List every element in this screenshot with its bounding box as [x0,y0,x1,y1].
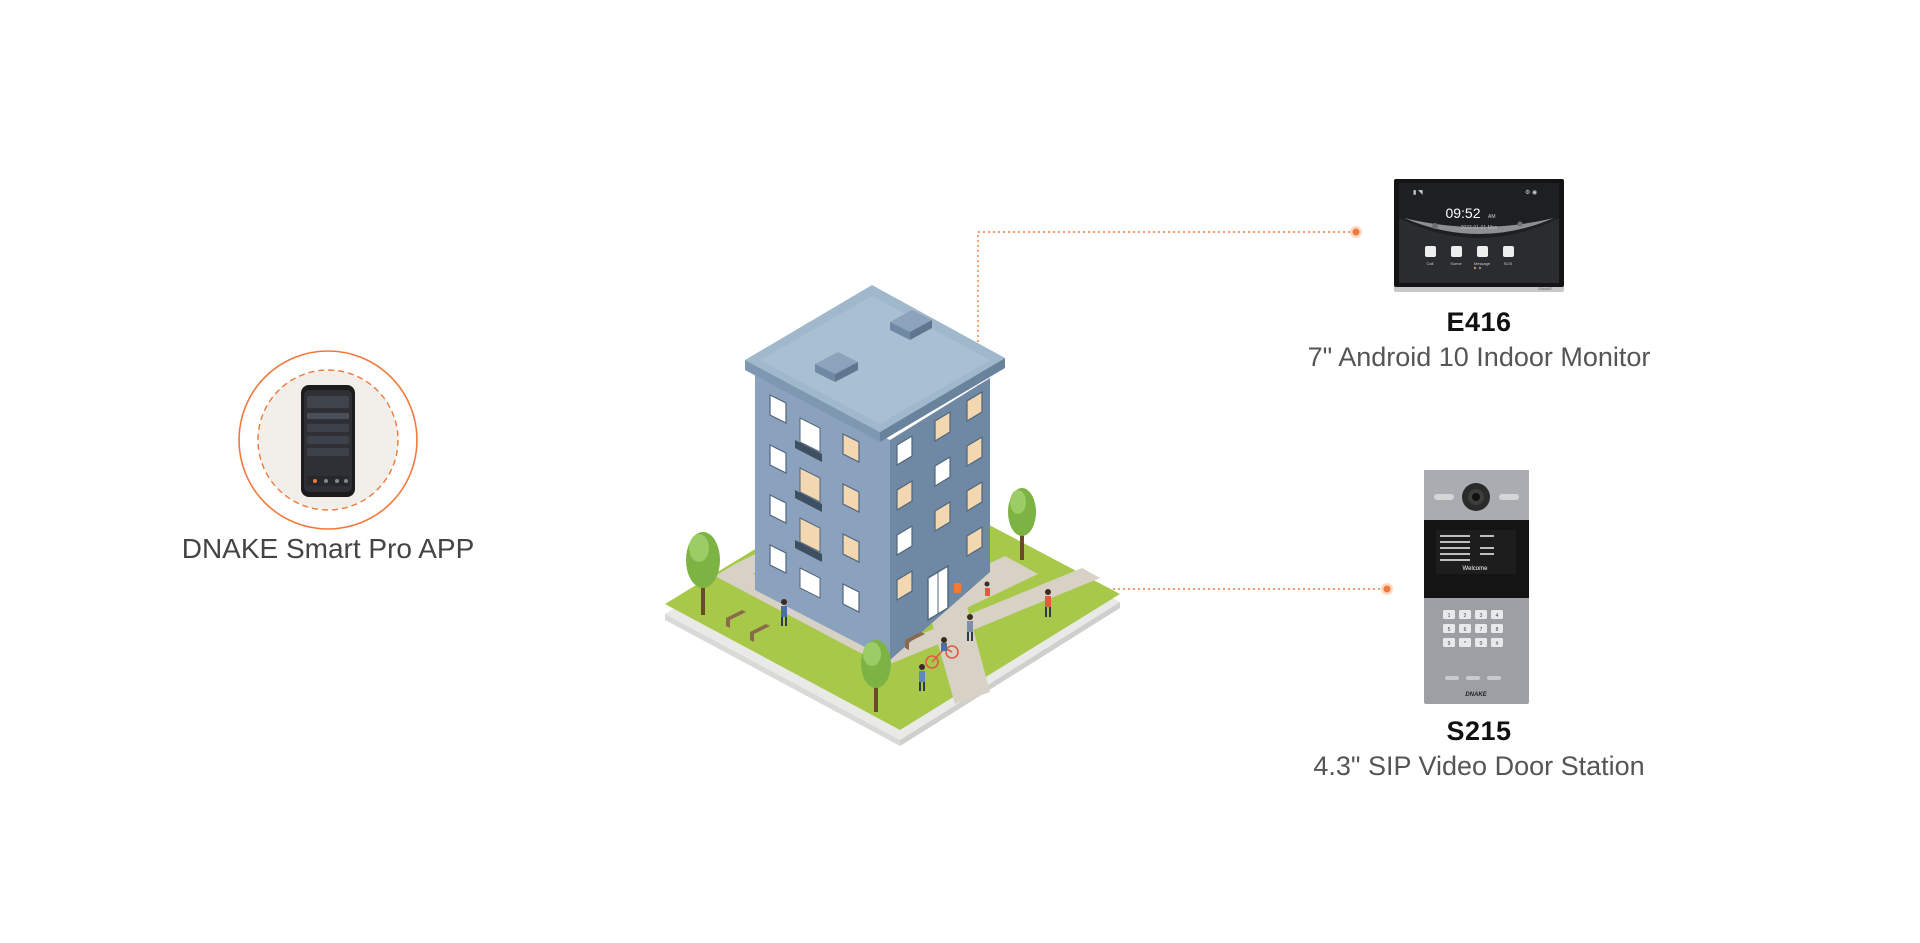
tree [1008,488,1036,560]
keypad-key [1443,610,1455,619]
connector-lines [973,231,1387,590]
keypad-key [1443,638,1455,647]
e416-ampm: AM [1488,214,1496,220]
e416-button-label: Message [1474,261,1491,266]
keypad-key [1475,638,1487,647]
keypad-key-label: 9 [1448,641,1451,647]
keypad-key [1459,638,1471,647]
person [1045,589,1051,617]
keypad-key [1491,610,1503,619]
keypad-key-label: 2 [1464,613,1467,619]
e416-button-label: SOS [1504,261,1513,266]
building-illustration [665,285,1120,746]
keypad-key-label: # [1496,641,1499,647]
e416-date: 2023-01-01 Mon [1461,225,1498,231]
person [781,599,787,626]
svg-text:▮ ◥: ▮ ◥ [1413,190,1423,196]
keypad-key-label: 0 [1480,641,1483,647]
tree [686,532,720,615]
keypad-key-label: 3 [1480,613,1483,619]
app-label: DNAKE Smart Pro APP [181,533,475,564]
connector-endpoint [1383,585,1391,593]
cyclist [925,645,959,669]
keypad-key-label: 8 [1496,627,1499,633]
tree [861,640,891,712]
keypad-key [1475,610,1487,619]
keypad-key-label: 5 [1448,627,1451,633]
keypad-key-label: * [1464,641,1466,647]
keypad-key [1475,624,1487,633]
s215-brand: DNAKE [1465,692,1487,698]
keypad-key [1443,624,1455,633]
s215-name: S215 [1446,716,1512,746]
keypad-key [1491,638,1503,647]
e416-brand: DNAKE [1538,286,1552,291]
s215-description: 4.3" SIP Video Door Station [1313,751,1645,781]
app-icon [238,350,418,530]
e416-button-label: Call [1427,261,1434,266]
svg-text:⚙ ◉: ⚙ ◉ [1525,189,1537,196]
s215-keypad: 1 2 3 4 5 6 7 8 9 * 0 # [1443,610,1503,647]
keypad-key-label: 7 [1480,627,1483,633]
s215-welcome: Welcome [1463,566,1489,572]
keypad-key-label: 1 [1448,613,1451,619]
keypad-key [1491,624,1503,633]
person [967,614,973,641]
keypad-key [1459,624,1471,633]
keypad-key [1459,610,1471,619]
keypad-key-label: 6 [1464,627,1467,633]
e416-description: 7" Android 10 Indoor Monitor [1307,342,1651,372]
person [919,664,925,691]
connector-endpoint [1352,228,1360,236]
s215-device: Welcome 1 2 3 4 5 6 7 8 9 * 0 # DNAKE [1424,470,1529,704]
keypad-key-label: 4 [1496,613,1499,619]
e416-name: E416 [1446,307,1512,337]
e416-button-label: Scene [1450,261,1462,266]
e416-time: 09:52 [1445,205,1480,221]
e416-device: ▮ ◥ ⚙ ◉ 09:52 AM 2023-01-01 Mon Call Sce… [1394,179,1564,292]
